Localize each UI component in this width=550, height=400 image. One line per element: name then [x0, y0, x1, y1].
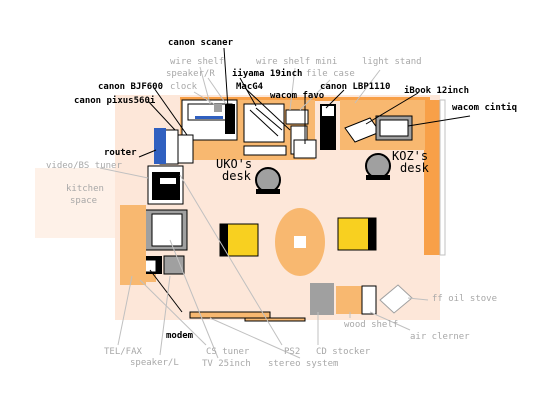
label-clock: clock — [170, 82, 198, 92]
right-wall — [424, 100, 440, 255]
bottom-rail — [244, 317, 306, 322]
label-wacom-favo: wacom favo — [270, 91, 325, 101]
label-canon-pixus560i: canon pixus560i — [74, 96, 156, 106]
label-file-case: file case — [306, 69, 355, 79]
label-ff-oil-stove: ff oil stove — [432, 294, 498, 304]
light-leader-lines — [99, 66, 429, 359]
koz-office-chair — [365, 153, 391, 180]
label-canon-bjf600: canon BJF600 — [98, 82, 164, 92]
label-video-bs-tuner: video/BS tuner — [46, 161, 122, 171]
label-modem: modem — [166, 331, 194, 341]
label-cd-stocker: CD stocker — [316, 347, 371, 357]
label-kitchen-space: space — [70, 196, 98, 206]
cd-stocker-device — [310, 283, 334, 315]
koz-desk-label-line2: desk — [400, 161, 429, 175]
right-armchair — [337, 217, 377, 251]
label-canon-lbp: canon LBP1110 — [320, 82, 391, 92]
keyboard-device — [243, 145, 287, 156]
uko-desk-label-line2: desk — [222, 169, 251, 183]
label-air-clerner: air clerner — [410, 332, 470, 342]
label-macg4: MacG4 — [236, 82, 264, 92]
label-canon-scaner: canon scaner — [168, 38, 234, 48]
clock-device — [214, 104, 222, 112]
window — [439, 99, 446, 256]
air-clerner-device — [361, 285, 377, 315]
label-light-stand: light stand — [362, 57, 422, 67]
scaner-lid — [195, 116, 223, 119]
label-wacom-cintiq: wacom cintiq — [452, 103, 518, 113]
dark-leader-lines — [138, 47, 471, 313]
label-ibook: iBook 12inch — [404, 86, 470, 96]
left-armchair — [219, 223, 259, 257]
router-device — [154, 128, 166, 164]
label-wire-shelf-mini: wire shelf mini — [256, 57, 338, 67]
label-cs-tuner: CS tuner — [206, 347, 250, 357]
label-kitchen: kitchen — [66, 184, 104, 194]
label-wood-shelf: wood shelf — [344, 320, 399, 330]
label-router: router — [104, 148, 137, 158]
koz-desk-label-line1: KOZ's — [392, 149, 429, 163]
label-wire-shelf: wire shelf — [170, 57, 225, 67]
speaker-l-device — [163, 255, 185, 275]
label-tv: TV 25inch — [202, 359, 251, 369]
file-case-device — [285, 109, 309, 125]
table-item — [294, 236, 306, 248]
label-iiyama: iiyama 19inch — [232, 69, 303, 79]
label-stereo: stereo system — [268, 359, 339, 369]
uko-office-chair — [255, 167, 281, 194]
label-tel-fax: TEL/FAX — [104, 347, 142, 357]
stereo-system-rack — [189, 311, 271, 319]
kitchen-floor — [35, 168, 117, 238]
label-ps2: PS2 — [284, 347, 301, 357]
tv-stand — [120, 205, 146, 285]
speaker-r-device — [225, 104, 235, 134]
label-speaker-r: speaker/R — [166, 69, 215, 79]
uko-desk-label-line1: UKO's — [216, 157, 253, 171]
label-speaker-l: speaker/L — [130, 358, 179, 368]
